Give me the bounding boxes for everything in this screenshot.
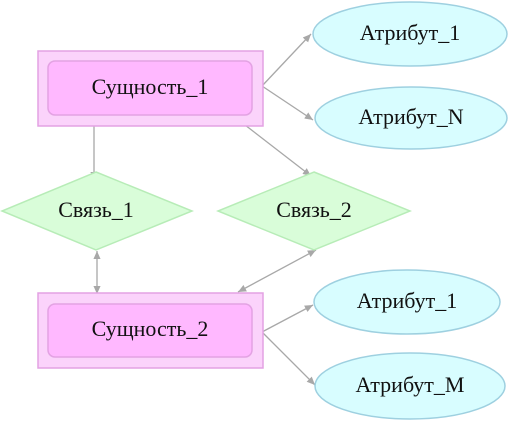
relationship-1-label: Связь_1 — [58, 197, 134, 222]
connector-relationship2-entity2 — [237, 249, 317, 293]
attribute-entity2-m-label: Атрибут_M — [356, 372, 465, 397]
attribute-entity1-1-label: Атрибут_1 — [360, 20, 460, 45]
connectors — [90, 33, 317, 386]
relationship-2-label: Связь_2 — [276, 197, 352, 222]
attribute-entity2-1-label: Атрибут_1 — [357, 288, 457, 313]
entity-1[interactable]: Сущность_1 — [37, 50, 264, 127]
entity-2-label: Сущность_2 — [92, 316, 209, 341]
attribute-entity1-n-label: Атрибут_N — [358, 104, 463, 129]
attribute-entity2-1[interactable]: Атрибут_1 — [313, 269, 501, 335]
connector-entity1-attribute1 — [261, 33, 312, 87]
attribute-entity2-m[interactable]: Атрибут_M — [314, 352, 506, 420]
entity-1-label: Сущность_1 — [92, 74, 209, 99]
attribute-entity1-1[interactable]: Атрибут_1 — [312, 1, 508, 67]
entity-2[interactable]: Сущность_2 — [37, 292, 264, 369]
connector-entity1-relationship2 — [235, 117, 312, 177]
relationship-2[interactable]: Связь_2 — [216, 171, 412, 251]
attribute-entity1-n[interactable]: Атрибут_N — [314, 86, 508, 150]
connector-entity2-attribute1 — [261, 304, 314, 333]
relationship-1[interactable]: Связь_1 — [0, 171, 194, 251]
connector-entity2-attributeM — [261, 331, 316, 386]
connector-entity1-attributeN — [261, 85, 314, 121]
